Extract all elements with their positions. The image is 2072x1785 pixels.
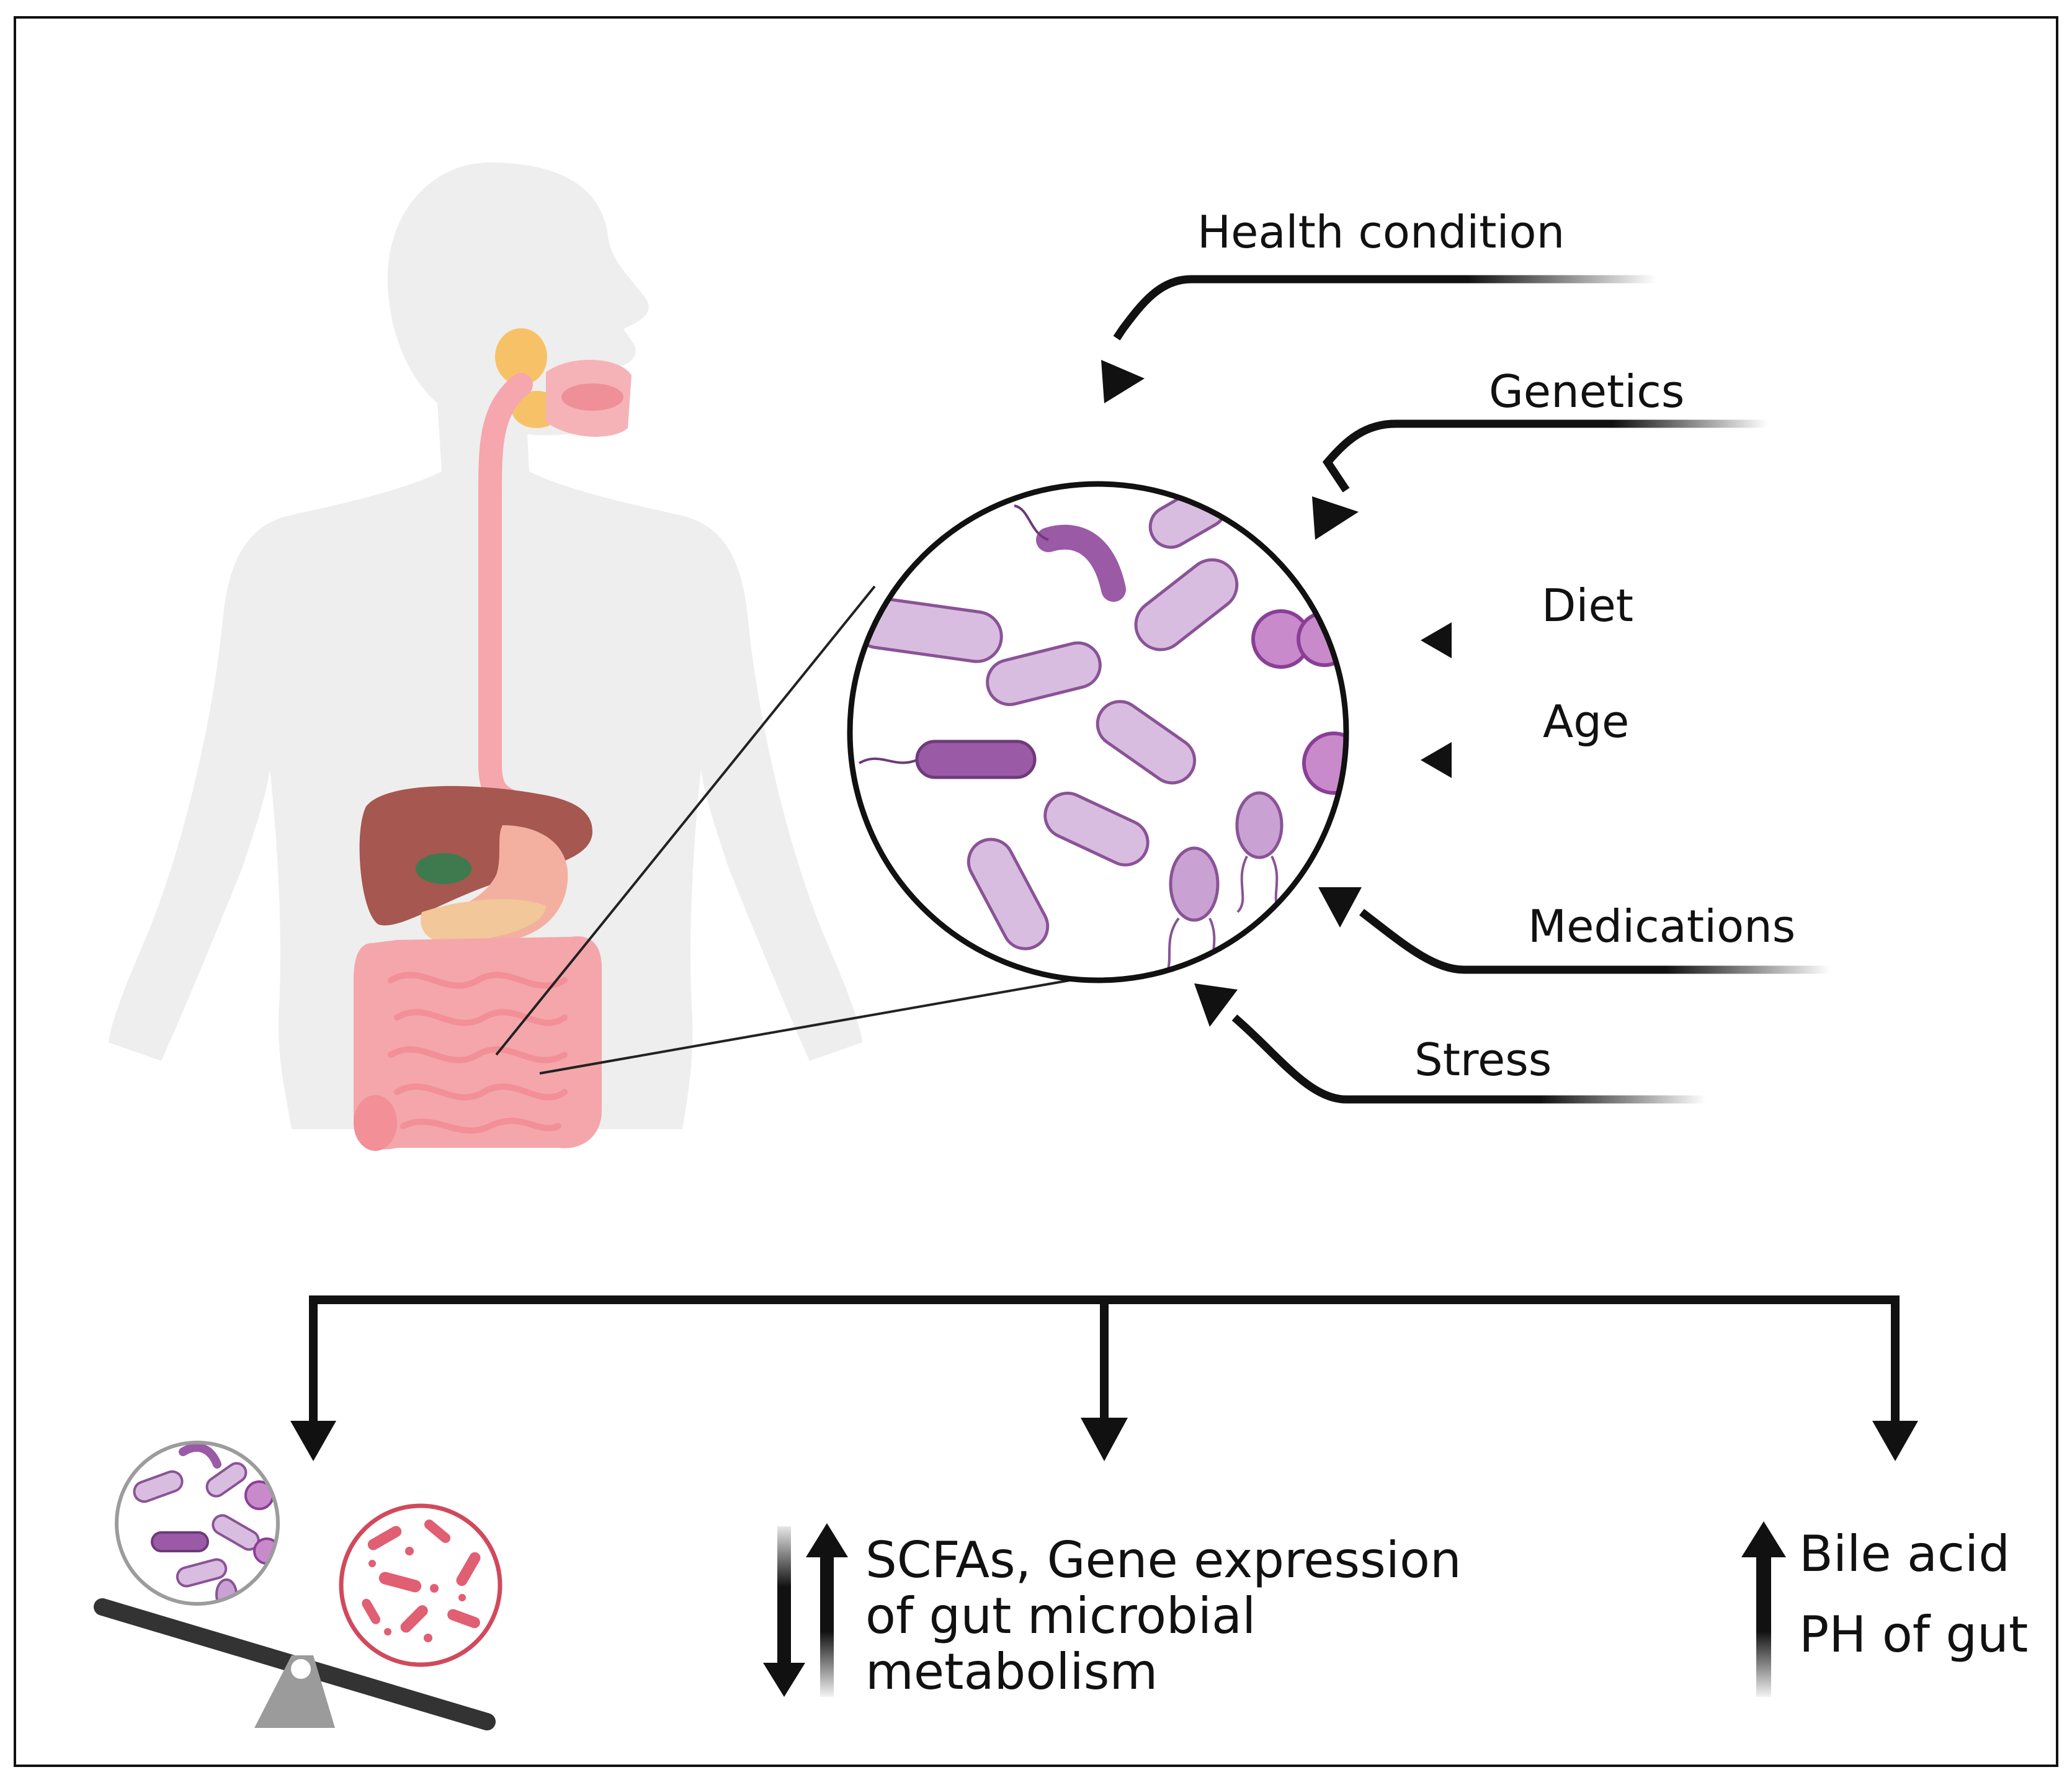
scale-fulcrum	[254, 1655, 335, 1728]
scfa-up-arrow	[806, 1523, 848, 1697]
scfa-text-line: SCFAs, Gene expression	[865, 1531, 1462, 1589]
gallbladder	[416, 853, 471, 884]
bacterium	[1043, 791, 1150, 867]
gut-ph-text: PH of gut	[1799, 1606, 2029, 1663]
bile-acid-text: Bile acid	[1799, 1525, 2010, 1583]
human-body-illustration	[109, 163, 862, 1151]
scfa-text-line: of gut microbial	[865, 1587, 1256, 1645]
zoom-connector-lines	[495, 585, 1123, 1075]
bacterium	[859, 740, 1037, 779]
flagellated-bacterium	[1159, 846, 1220, 980]
bile-outcome-text: Bile acid PH of gut	[1799, 1529, 2028, 1660]
scfa-text-line: metabolism	[865, 1643, 1158, 1701]
bacterium	[1134, 558, 1239, 651]
factor-arrows	[1101, 275, 1830, 1104]
small-intestine	[388, 972, 568, 1134]
dysbiosis-balance-scale	[94, 1441, 502, 1730]
health-condition-arrow	[1113, 275, 1656, 341]
branch-arrowhead	[290, 1421, 336, 1461]
bile-up-arrow	[1741, 1521, 1786, 1697]
scfa-outcome-text: SCFAs, Gene expression of gut microbial …	[865, 1536, 1462, 1697]
figure-frame	[14, 16, 2058, 1767]
factor-label-stress: Stress	[1414, 1034, 1552, 1086]
pancreas	[421, 899, 546, 944]
factor-label-genetics: Genetics	[1489, 365, 1685, 418]
bacterium	[1096, 700, 1197, 785]
bacterium	[986, 641, 1102, 707]
liver	[359, 785, 592, 926]
bacterium	[967, 838, 1050, 951]
scfa-down-arrow	[763, 1526, 805, 1697]
outcome-branches	[290, 1170, 1918, 1461]
factor-label-medications: Medications	[1528, 900, 1796, 952]
coccus	[1302, 731, 1346, 795]
gut-microbiota-magnified	[847, 481, 1349, 983]
branch-arrowhead	[1081, 1418, 1128, 1461]
salivary-gland	[495, 328, 547, 385]
medications-arrow	[1359, 908, 1830, 974]
stress-arrow	[1231, 1014, 1706, 1104]
genetics-arrow	[1322, 419, 1768, 493]
pathogenic-microbes-circle	[339, 1503, 502, 1667]
bacterium	[1014, 504, 1126, 602]
factor-label-diet: Diet	[1542, 579, 1633, 632]
branch-arrowhead	[1872, 1421, 1918, 1461]
flagellated-bacterium	[1235, 791, 1284, 913]
beneficial-microbes-circle	[115, 1441, 280, 1606]
magnifier-outline	[847, 481, 1349, 983]
factor-label-age: Age	[1543, 696, 1630, 748]
factor-label-health-condition: Health condition	[1197, 206, 1565, 258]
